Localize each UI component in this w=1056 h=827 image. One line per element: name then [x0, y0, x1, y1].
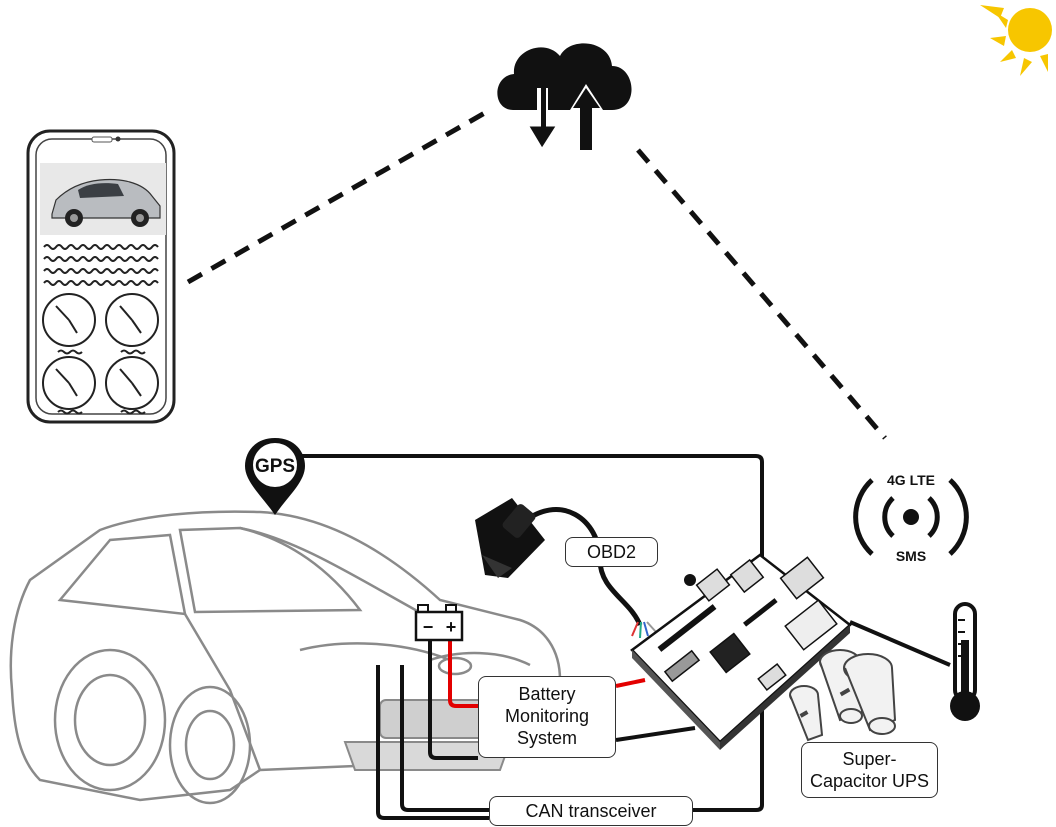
- lte-label: 4G LTE: [887, 472, 935, 488]
- cloud-upload-download-icon: [497, 43, 632, 153]
- raspberry-pi-board-icon: [630, 553, 852, 750]
- can-transceiver-label: CAN transceiver: [489, 796, 693, 826]
- obd2-connector-icon: [475, 498, 657, 639]
- smartphone-icon: [26, 129, 176, 424]
- gps-pin-icon: GPS: [245, 438, 305, 515]
- car-battery-icon: − +: [414, 604, 464, 642]
- can-label-text: CAN transceiver: [525, 801, 657, 821]
- thermometer-icon: [950, 602, 980, 721]
- power-wire: [448, 640, 646, 708]
- supercapacitor-icon: [789, 649, 897, 742]
- sms-label: SMS: [896, 548, 926, 564]
- bms-line-3: System: [516, 728, 577, 748]
- phone-text-lines: [43, 244, 159, 286]
- obd2-label-text: OBD2: [586, 542, 637, 562]
- battery-plus: +: [446, 617, 457, 637]
- data-wires: [376, 555, 951, 820]
- supercapacitor-ups-label: Super- Capacitor UPS: [801, 742, 938, 798]
- wireless-links: [186, 107, 887, 440]
- bms-line-1: Battery: [518, 684, 576, 704]
- car-icon: [9, 510, 562, 805]
- wireless-signal-icon: 4G LTE SMS: [853, 472, 969, 564]
- bms-line-2: Monitoring: [504, 706, 590, 726]
- battery-minus: −: [423, 617, 434, 637]
- ups-line-2: Capacitor UPS: [809, 771, 930, 791]
- sun-icon: [980, 5, 1052, 76]
- gps-label: GPS: [255, 456, 295, 477]
- phone-cloud-link: [186, 107, 492, 285]
- car-grill: [343, 699, 512, 771]
- battery-monitoring-system-label: Battery Monitoring System: [478, 676, 616, 758]
- cloud-modem-link: [636, 148, 887, 440]
- phone-car-image: [51, 178, 161, 227]
- obd2-label: OBD2: [565, 537, 658, 567]
- phone-gauges: [42, 293, 159, 415]
- ups-line-1: Super-: [842, 749, 897, 769]
- gps-wire: [300, 454, 764, 555]
